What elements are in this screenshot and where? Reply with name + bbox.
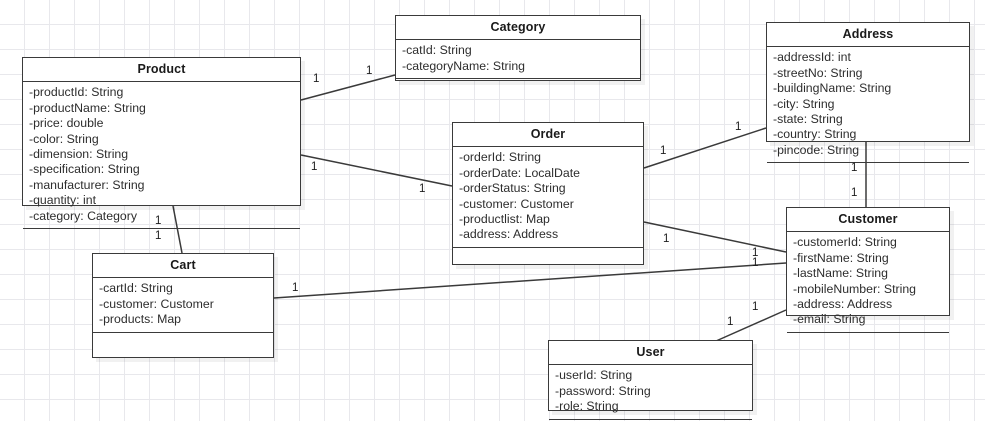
attribute-row: -quantity: int [29,193,96,208]
class-attributes-order: -orderId: String-orderDate: LocalDate-or… [453,147,643,248]
class-attributes-address: -addressId: int-streetNo: String-buildin… [767,47,969,164]
attribute-row: -categoryName: String [402,58,526,73]
attribute-row: -role: String [555,399,619,414]
uml-class-user[interactable]: User-userId: String-password: String-rol… [548,340,753,420]
attribute-row: -price: double [29,116,104,131]
association-line-cart-customer[interactable] [273,262,787,299]
attribute-row: -pincode: String [773,142,860,157]
class-attributes-user: -userId: String-password: String-role: S… [549,365,752,420]
multiplicity-label: 1 [663,233,670,245]
attribute-row: -catId: String [402,43,472,58]
multiplicity-label: 1 [851,162,858,174]
class-methods-order [453,248,643,264]
class-title-category: Category [396,16,640,41]
multiplicity-label: 1 [419,183,426,195]
multiplicity-label: 1 [311,161,318,173]
class-title-order: Order [453,123,643,148]
attribute-row: -city: String [773,96,835,111]
class-methods-cart [93,333,273,357]
class-methods-category [396,79,640,88]
attribute-row: -dimension: String [29,147,129,161]
multiplicity-label: 1 [752,247,759,259]
multiplicity-label: 1 [366,65,373,77]
attribute-row: -password: String [555,383,651,398]
attribute-row: -state: String [773,112,843,126]
attribute-row: -orderStatus: String [459,181,566,196]
uml-class-order[interactable]: Order-orderId: String-orderDate: LocalDa… [452,122,644,265]
attribute-row: -customerId: String [793,235,897,250]
uml-class-product[interactable]: Product-productId: String-productName: S… [22,57,301,230]
attribute-row: -mobileNumber: String [793,281,917,296]
multiplicity-label: 1 [735,121,742,133]
class-attributes-cart: -cartId: String-customer: Customer-produ… [93,278,273,333]
attribute-row: -userId: String [555,368,633,383]
attribute-row: -productlist: Map [459,212,550,226]
class-methods-product [23,229,300,238]
class-title-product: Product [23,58,300,83]
attribute-row: -country: String [773,127,857,142]
class-attributes-customer: -customerId: String-firstName: String-la… [787,232,949,333]
class-title-cart: Cart [93,254,273,279]
class-attributes-category: -catId: String-categoryName: String [396,40,640,80]
uml-class-category[interactable]: Category-catId: String-categoryName: Str… [395,15,641,81]
attribute-row: -lastName: String [793,266,888,281]
attribute-row: -firstName: String [793,250,889,265]
attribute-row: -customer: Customer [459,196,574,211]
class-title-customer: Customer [787,208,949,233]
multiplicity-label: 1 [292,282,299,294]
uml-class-cart[interactable]: Cart-cartId: String-customer: Customer-p… [92,253,274,358]
multiplicity-label: 1 [155,215,162,227]
uml-class-customer[interactable]: Customer-customerId: String-firstName: S… [786,207,950,333]
multiplicity-label: 1 [752,257,759,269]
multiplicity-label: 1 [313,73,320,85]
attribute-row: -address: Address [793,297,893,311]
attribute-row: -manufacturer: String [29,177,145,192]
attribute-row: -streetNo: String [773,65,863,80]
attribute-row: -customer: Customer [99,296,214,311]
attribute-row: -products: Map [99,312,182,327]
multiplicity-label: 1 [727,316,734,328]
attribute-row: -productId: String [29,85,124,100]
multiplicity-label: 1 [752,301,759,313]
attribute-row: -addressId: int [773,50,851,65]
multiplicity-label: 1 [851,187,858,199]
attribute-row: -category: Category [29,208,137,223]
association-line-product-order[interactable] [300,154,453,187]
uml-class-address[interactable]: Address-addressId: int-streetNo: String-… [766,22,970,164]
attribute-row: -productName: String [29,100,146,115]
attribute-row: -buildingName: String [773,81,892,96]
attribute-row: -cartId: String [99,281,173,296]
attribute-row: -specification: String [29,162,140,177]
class-title-address: Address [767,23,969,48]
attribute-row: -address: Address [459,227,559,242]
attribute-row: -color: String [29,131,99,146]
attribute-row: -orderId: String [459,150,542,165]
class-attributes-product: -productId: String-productName: String-p… [23,82,300,230]
class-methods-customer [787,333,949,342]
class-methods-address [767,163,969,172]
multiplicity-label: 1 [155,230,162,242]
attribute-row: -email: String [793,312,866,327]
class-title-user: User [549,341,752,366]
multiplicity-label: 1 [660,145,667,157]
attribute-row: -orderDate: LocalDate [459,165,580,180]
